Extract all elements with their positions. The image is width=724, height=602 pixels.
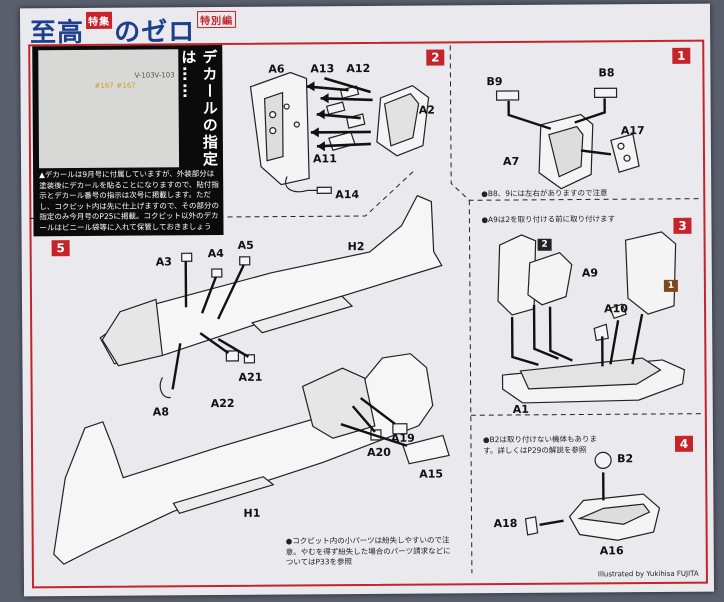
step3-note: ●A9は2を取り付ける前に取り付けます <box>481 214 616 225</box>
part-label-a14: A14 <box>335 188 360 202</box>
part-label-a7: A7 <box>502 154 520 169</box>
part-label-a4: A4 <box>207 246 224 261</box>
step4-note: ●B2は取り付けない機体もあります。詳しくはP29の解説を参照 <box>482 434 597 455</box>
decal-panel: V-103 V-103 #167 #167 デカールの指定は…… ▲デカールは9… <box>32 45 224 237</box>
step2-arrowheads <box>306 81 329 152</box>
step4-arrows <box>539 472 605 526</box>
marker-2: 2 <box>537 238 552 251</box>
part-label-a13: A13 <box>310 62 335 76</box>
step3-arrows <box>510 304 644 367</box>
part-label-a5: A5 <box>237 238 254 252</box>
step-number-2: 2 <box>426 49 445 66</box>
part-label-a20: A20 <box>367 445 391 460</box>
step-number-1: 1 <box>672 47 691 64</box>
part-label-a3: A3 <box>155 255 172 269</box>
part-label-b2: B2 <box>617 452 634 466</box>
part-label-a9: A9 <box>581 266 599 280</box>
decal-code-2: V-103 <box>154 71 175 80</box>
step4-drawing <box>524 451 661 541</box>
part-label-a15: A15 <box>419 467 444 481</box>
step2-drawing <box>249 71 430 194</box>
part-label-a8: A8 <box>152 405 169 419</box>
decal-code-4: #167 <box>116 81 136 90</box>
part-label-b9: B9 <box>486 75 503 89</box>
decal-code-3: #167 <box>94 81 114 90</box>
step-number-5: 5 <box>51 240 70 257</box>
magazine-page: 至高特集のゼロ特別編 <box>19 3 715 597</box>
part-label-a21: A21 <box>238 370 263 384</box>
part-label-a18: A18 <box>493 516 518 531</box>
step-number-3: 3 <box>673 217 692 234</box>
part-label-a19: A19 <box>390 431 415 445</box>
step1-arrows <box>507 98 612 156</box>
step5-note: ●コクピット内の小パーツは紛失しやすいので注意。やむを得ず紛失した場合のパーツ請… <box>285 535 451 567</box>
step3-drawing <box>497 231 686 404</box>
step5-arrows <box>171 261 408 447</box>
marker-1: 1 <box>663 279 678 292</box>
part-label-a1: A1 <box>512 402 529 416</box>
decal-code-1: V-103 <box>134 71 155 80</box>
decal-note: ▲デカールは9月号に付属していますが、外装部分は塗装後にデカールを貼ることになり… <box>39 169 220 232</box>
part-label-h1: H1 <box>243 506 261 520</box>
step-number-4: 4 <box>674 435 694 452</box>
part-label-a22: A22 <box>210 396 235 411</box>
part-label-b8: B8 <box>598 66 615 80</box>
part-label-h2: H2 <box>347 240 365 254</box>
decal-heading: デカールの指定は…… <box>179 49 220 169</box>
part-label-a17: A17 <box>620 124 645 138</box>
part-label-a6: A6 <box>268 62 285 76</box>
part-label-a10: A10 <box>604 302 628 316</box>
assembly-diagram <box>29 45 703 574</box>
part-label-a2: A2 <box>418 103 435 117</box>
step1-note: ●B8、9には左右がありますので注意 <box>481 188 608 199</box>
part-label-a11: A11 <box>312 152 337 166</box>
step5-drawing <box>53 194 450 565</box>
part-label-a12: A12 <box>346 61 371 76</box>
illustrator-credit: Illustrated by Yukihisa FUJITA <box>597 569 699 579</box>
step1-drawing <box>495 87 640 190</box>
part-label-a16: A16 <box>599 544 624 558</box>
decal-sheet-photo: V-103 V-103 #167 #167 <box>38 49 180 169</box>
